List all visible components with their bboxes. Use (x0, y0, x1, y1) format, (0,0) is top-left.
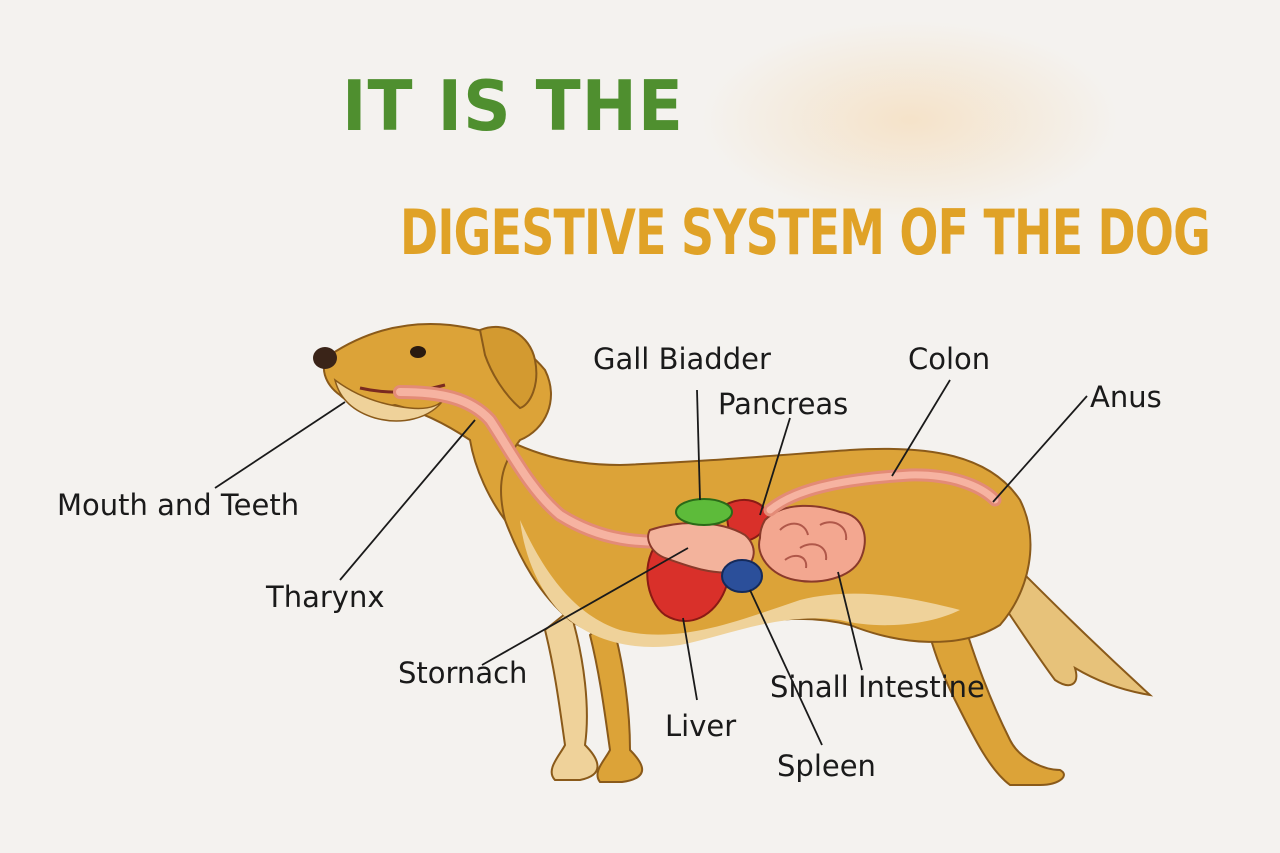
label-mouth-and-teeth: Mouth and Teeth (57, 488, 299, 522)
dog-back-leg (923, 608, 1065, 786)
spleen-organ (721, 559, 763, 593)
label-stomach: Stornach (398, 656, 527, 690)
title-line-2: DIGESTIVE SYSTEM OF THE DOG (400, 196, 1211, 269)
leader-small-intestine (837, 571, 863, 671)
leader-liver (682, 617, 698, 701)
label-gall-bladder: Gall Biadder (593, 342, 771, 376)
label-pharynx: Tharynx (265, 580, 385, 614)
gall-bladder-organ (675, 498, 733, 526)
colon-highlight (766, 471, 999, 514)
dog-belly (520, 520, 960, 647)
esophagus-highlight (396, 388, 694, 546)
leader-anus (992, 395, 1088, 503)
label-pancreas: Pancreas (718, 387, 848, 421)
dog-ear (478, 325, 538, 410)
dog-eye (410, 346, 426, 358)
label-colon: Colon (908, 342, 990, 376)
label-anus: Anus (1090, 380, 1162, 414)
leader-gall-bladder (696, 389, 701, 501)
dog-front-leg-1 (543, 608, 599, 781)
title-line-1: IT IS THE (342, 66, 684, 147)
label-liver: Liver (665, 709, 736, 743)
leader-spleen (749, 589, 823, 746)
dog-illustration (313, 323, 1154, 786)
leader-stomach (481, 547, 689, 666)
leader-lines (214, 379, 1088, 746)
dog-nose (313, 347, 337, 369)
small-intestine-coils (779, 521, 848, 569)
label-small-intestine: Sinall Intestine (770, 670, 985, 704)
leader-colon (891, 379, 951, 477)
leader-pancreas (759, 417, 791, 516)
leader-pharynx (339, 419, 476, 581)
organ-labels: Gall Biadder Pancreas Colon Anus Mouth a… (57, 342, 1162, 783)
dog-front-leg-2 (588, 613, 644, 783)
label-spleen: Spleen (777, 749, 876, 783)
leader-mouth (214, 401, 346, 489)
dog-tail (998, 558, 1154, 697)
